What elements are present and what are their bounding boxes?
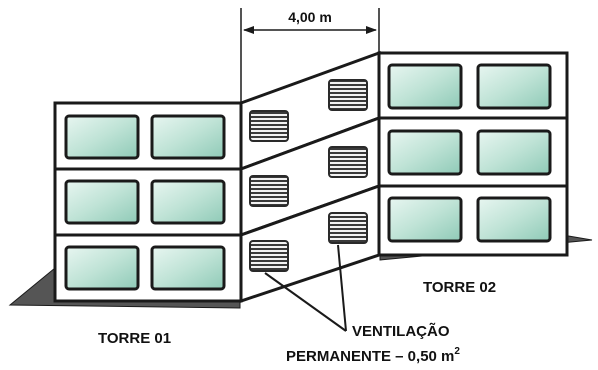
window	[387, 63, 463, 110]
window	[150, 179, 226, 225]
leader-line	[264, 272, 347, 332]
ventilation-label-exponent: 2	[454, 346, 460, 357]
tower-02-label: TORRE 02	[423, 279, 496, 296]
window	[64, 114, 140, 160]
window	[476, 129, 552, 176]
connecting-hallway	[239, 50, 381, 304]
leader-line	[337, 244, 347, 332]
window	[64, 179, 140, 225]
ventilation-louver	[328, 79, 368, 111]
ventilation-louver	[249, 240, 289, 272]
tower-01-label: TORRE 01	[98, 330, 171, 347]
ventilation-louver	[249, 110, 289, 142]
tower-02	[377, 51, 569, 257]
ventilation-louver	[249, 175, 289, 207]
window	[64, 245, 140, 291]
dimension-annotation: 4,00 m	[240, 8, 380, 103]
window	[387, 196, 463, 243]
tower-01	[53, 101, 243, 303]
window	[150, 114, 226, 160]
window	[476, 196, 552, 243]
ventilation-label-text: PERMANENTE – 0,50 m	[286, 348, 454, 365]
window	[476, 63, 552, 110]
arrow-right-icon	[366, 26, 377, 34]
ventilation-leaders	[264, 244, 347, 332]
arrow-left-icon	[243, 26, 254, 34]
ventilation-louver	[328, 146, 368, 178]
window	[150, 245, 226, 291]
ventilation-louver	[328, 212, 368, 244]
ventilation-label-line1: VENTILAÇÃO	[352, 322, 450, 340]
dimension-label: 4,00 m	[288, 9, 332, 25]
ventilation-label-line2: PERMANENTE – 0,50 m2	[286, 346, 460, 365]
window	[387, 129, 463, 176]
